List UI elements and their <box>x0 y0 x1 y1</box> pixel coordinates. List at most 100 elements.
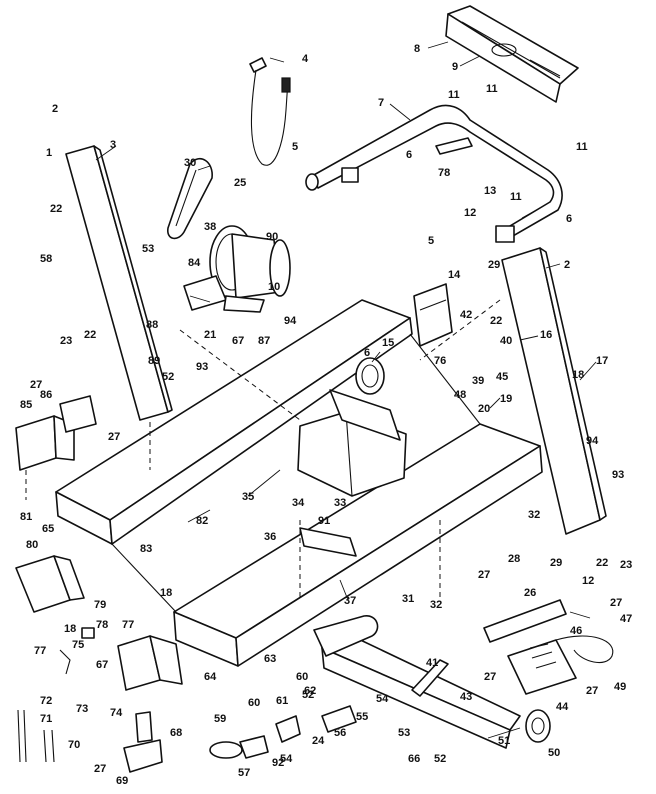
right-end-cap-part <box>117 635 183 691</box>
part-number-label: 68 <box>170 727 182 739</box>
part-number-label: 56 <box>334 727 346 739</box>
part-number-label: 21 <box>204 329 216 341</box>
incline-frame-part <box>321 635 551 749</box>
part-number-label: 42 <box>460 309 472 321</box>
part-number-label: 39 <box>472 375 484 387</box>
part-number-label: 59 <box>214 713 226 725</box>
part-number-label: 71 <box>40 713 52 725</box>
part-number-label: 6 <box>364 347 370 359</box>
part-number-label: 44 <box>556 701 569 713</box>
part-number-label: 74 <box>110 707 123 719</box>
alignment-lines <box>25 299 501 600</box>
part-number-label: 70 <box>68 739 80 751</box>
part-number-label: 20 <box>478 403 490 415</box>
part-number-label: 93 <box>612 469 624 481</box>
part-number-label: 2 <box>52 103 58 115</box>
part-number-label: 86 <box>40 389 52 401</box>
part-number-label: 14 <box>448 269 461 281</box>
part-number-label: 78 <box>438 167 450 179</box>
part-number-label: 84 <box>188 257 201 269</box>
bracket-part <box>413 283 453 347</box>
part-number-label: 72 <box>40 695 52 707</box>
part-number-label: 65 <box>42 523 54 535</box>
part-number-label: 37 <box>344 595 356 607</box>
part-number-label: 93 <box>196 361 208 373</box>
part-number-label: 27 <box>108 431 120 443</box>
part-number-label: 63 <box>264 653 276 665</box>
handlebar-part <box>305 104 563 243</box>
motor-assembly-part <box>183 225 291 313</box>
part-number-label: 32 <box>430 599 442 611</box>
part-number-label: 18 <box>160 587 172 599</box>
part-number-label: 38 <box>204 221 216 233</box>
part-number-label: 81 <box>20 511 32 523</box>
part-number-label: 58 <box>40 253 52 265</box>
power-cord-part <box>555 635 614 664</box>
part-number-label: 24 <box>312 735 325 747</box>
leader-lines <box>95 41 597 739</box>
part-number-label: 75 <box>72 639 84 651</box>
part-number-label: 7 <box>378 97 384 109</box>
part-number-label: 61 <box>276 695 288 707</box>
part-number-label: 22 <box>490 315 502 327</box>
part-number-label: 11 <box>510 191 522 203</box>
motor-hood-part <box>297 389 407 497</box>
wire-harness-part <box>249 57 291 166</box>
part-number-label: 64 <box>204 671 217 683</box>
part-number-label: 79 <box>94 599 106 611</box>
part-number-label: 47 <box>620 613 632 625</box>
part-number-label: 51 <box>498 735 510 747</box>
main-frame-part <box>55 299 543 667</box>
part-number-label: 27 <box>586 685 598 697</box>
part-number-label: 66 <box>408 753 420 765</box>
part-number-label: 80 <box>26 539 38 551</box>
part-number-label: 5 <box>292 141 298 153</box>
part-number-label: 25 <box>234 177 246 189</box>
small-hardware-part <box>17 627 301 773</box>
part-number-label: 4 <box>302 53 309 65</box>
part-number-label: 22 <box>50 203 62 215</box>
part-number-label: 53 <box>398 727 410 739</box>
part-number-label: 54 <box>280 753 293 765</box>
console-part <box>445 5 579 103</box>
part-number-label: 94 <box>284 315 297 327</box>
pulley-part <box>355 357 385 395</box>
part-number-label: 27 <box>484 671 496 683</box>
part-number-label: 12 <box>582 575 594 587</box>
part-number-label: 29 <box>488 259 500 271</box>
part-number-label: 1 <box>46 147 52 159</box>
rear-bracket-part <box>483 599 577 695</box>
part-number-label: 73 <box>76 703 88 715</box>
part-number-label: 32 <box>528 509 540 521</box>
part-number-label: 52 <box>302 689 314 701</box>
part-number-label: 23 <box>620 559 632 571</box>
part-number-label: 53 <box>142 243 154 255</box>
part-number-label: 48 <box>454 389 466 401</box>
part-number-label: 18 <box>64 623 76 635</box>
part-number-label: 92 <box>272 757 284 769</box>
part-number-label: 11 <box>576 141 588 153</box>
part-number-label: 3 <box>110 139 116 151</box>
right-upright-part <box>501 247 607 535</box>
part-number-label: 43 <box>460 691 472 703</box>
part-number-label: 27 <box>30 379 42 391</box>
incline-motor-part <box>313 615 379 733</box>
part-number-label: 6 <box>566 213 572 225</box>
part-number-label: 62 <box>304 685 316 697</box>
part-number-label: 60 <box>248 697 260 709</box>
part-number-label: 76 <box>434 355 446 367</box>
part-number-label: 16 <box>540 329 552 341</box>
part-number-label: 69 <box>116 775 128 787</box>
part-number-label: 41 <box>426 657 438 669</box>
part-number-label: 27 <box>94 763 106 775</box>
part-number-label: 33 <box>334 497 346 509</box>
part-number-label: 57 <box>238 767 250 779</box>
part-number-label: 27 <box>478 569 490 581</box>
part-number-label: 8 <box>414 43 420 55</box>
part-number-label: 50 <box>548 747 560 759</box>
part-number-label: 34 <box>292 497 305 509</box>
part-number-label: 23 <box>60 335 72 347</box>
part-number-label: 67 <box>232 335 244 347</box>
